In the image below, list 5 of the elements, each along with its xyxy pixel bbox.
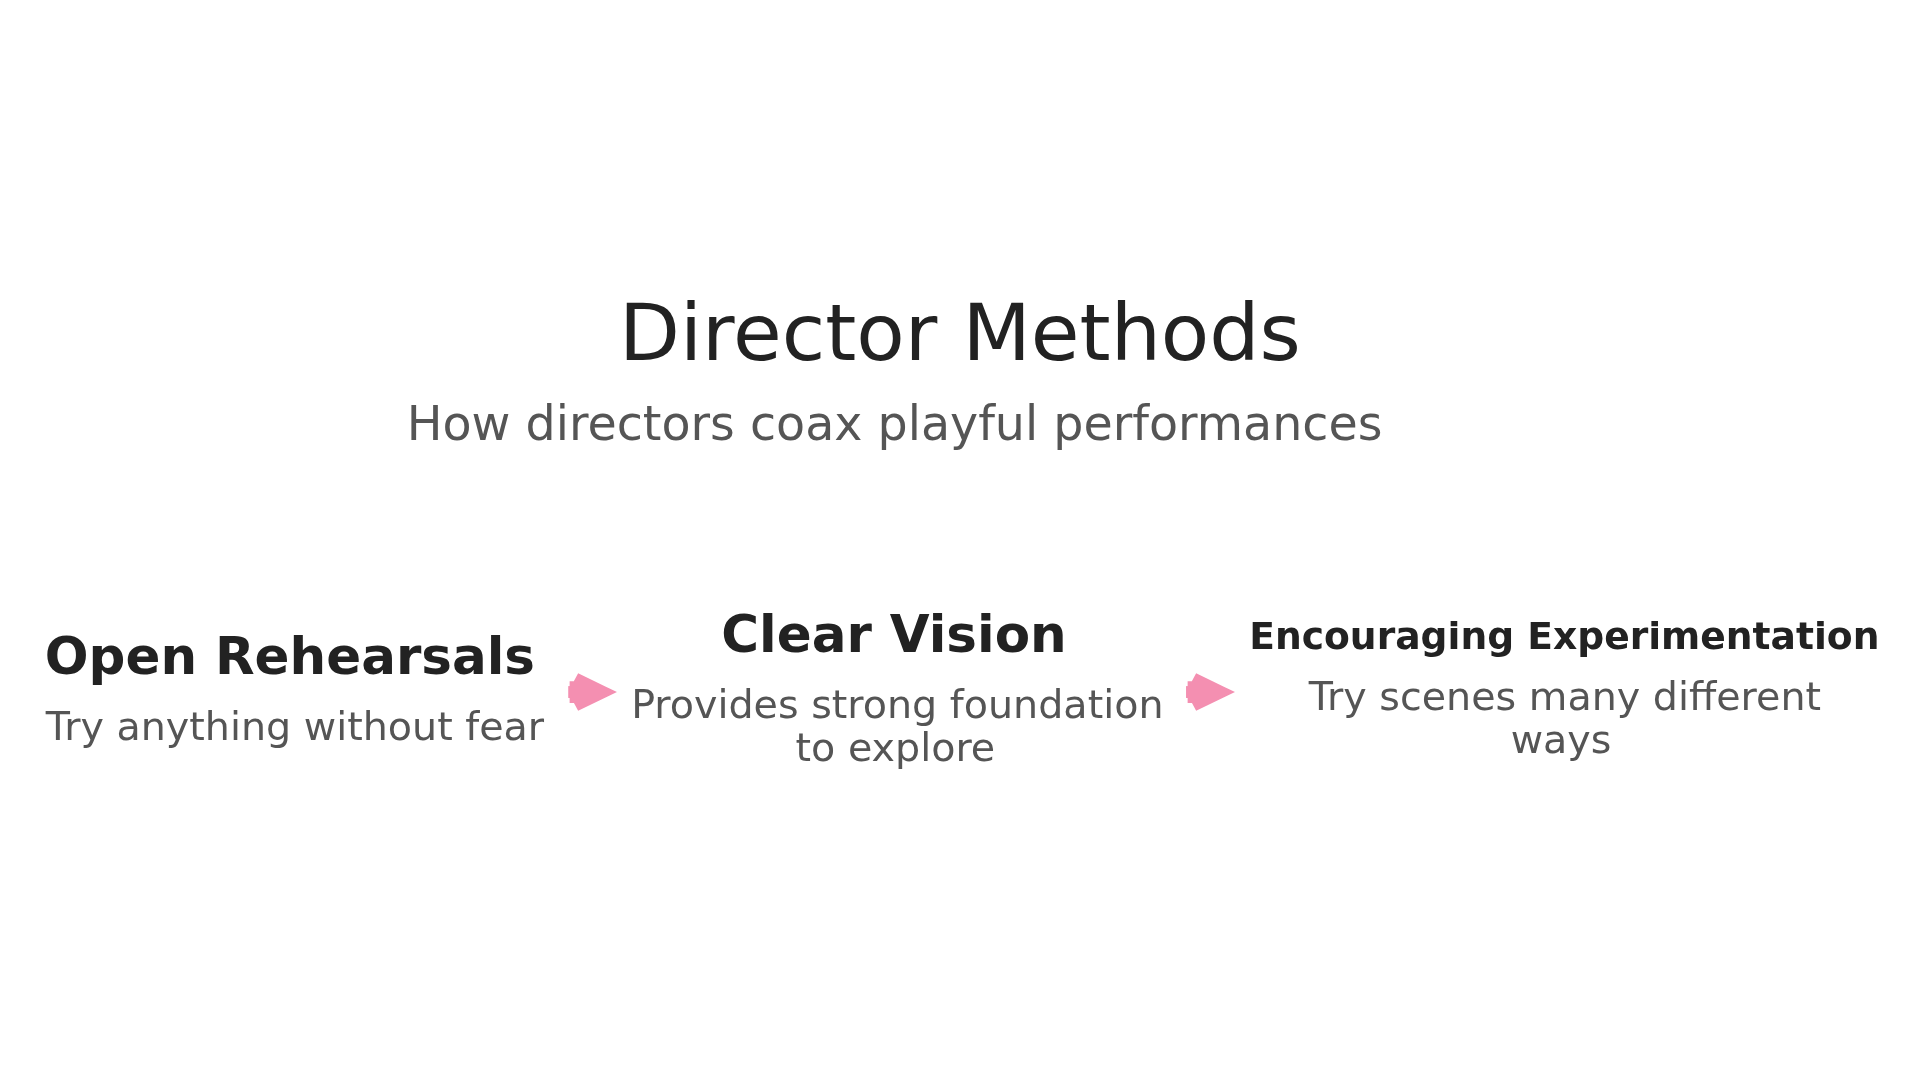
label: How directors coax playful performances (406, 395, 1383, 451)
diagram-title: Director Methods (619, 285, 1301, 379)
node-text: Open Rehearsals Try anything without fear (44, 625, 545, 749)
node-text: Encouraging Experimentation Try scenes many different ways (1249, 613, 1880, 762)
node-text: Clear Vision Provides strong foundation to explore (631, 603, 1164, 770)
